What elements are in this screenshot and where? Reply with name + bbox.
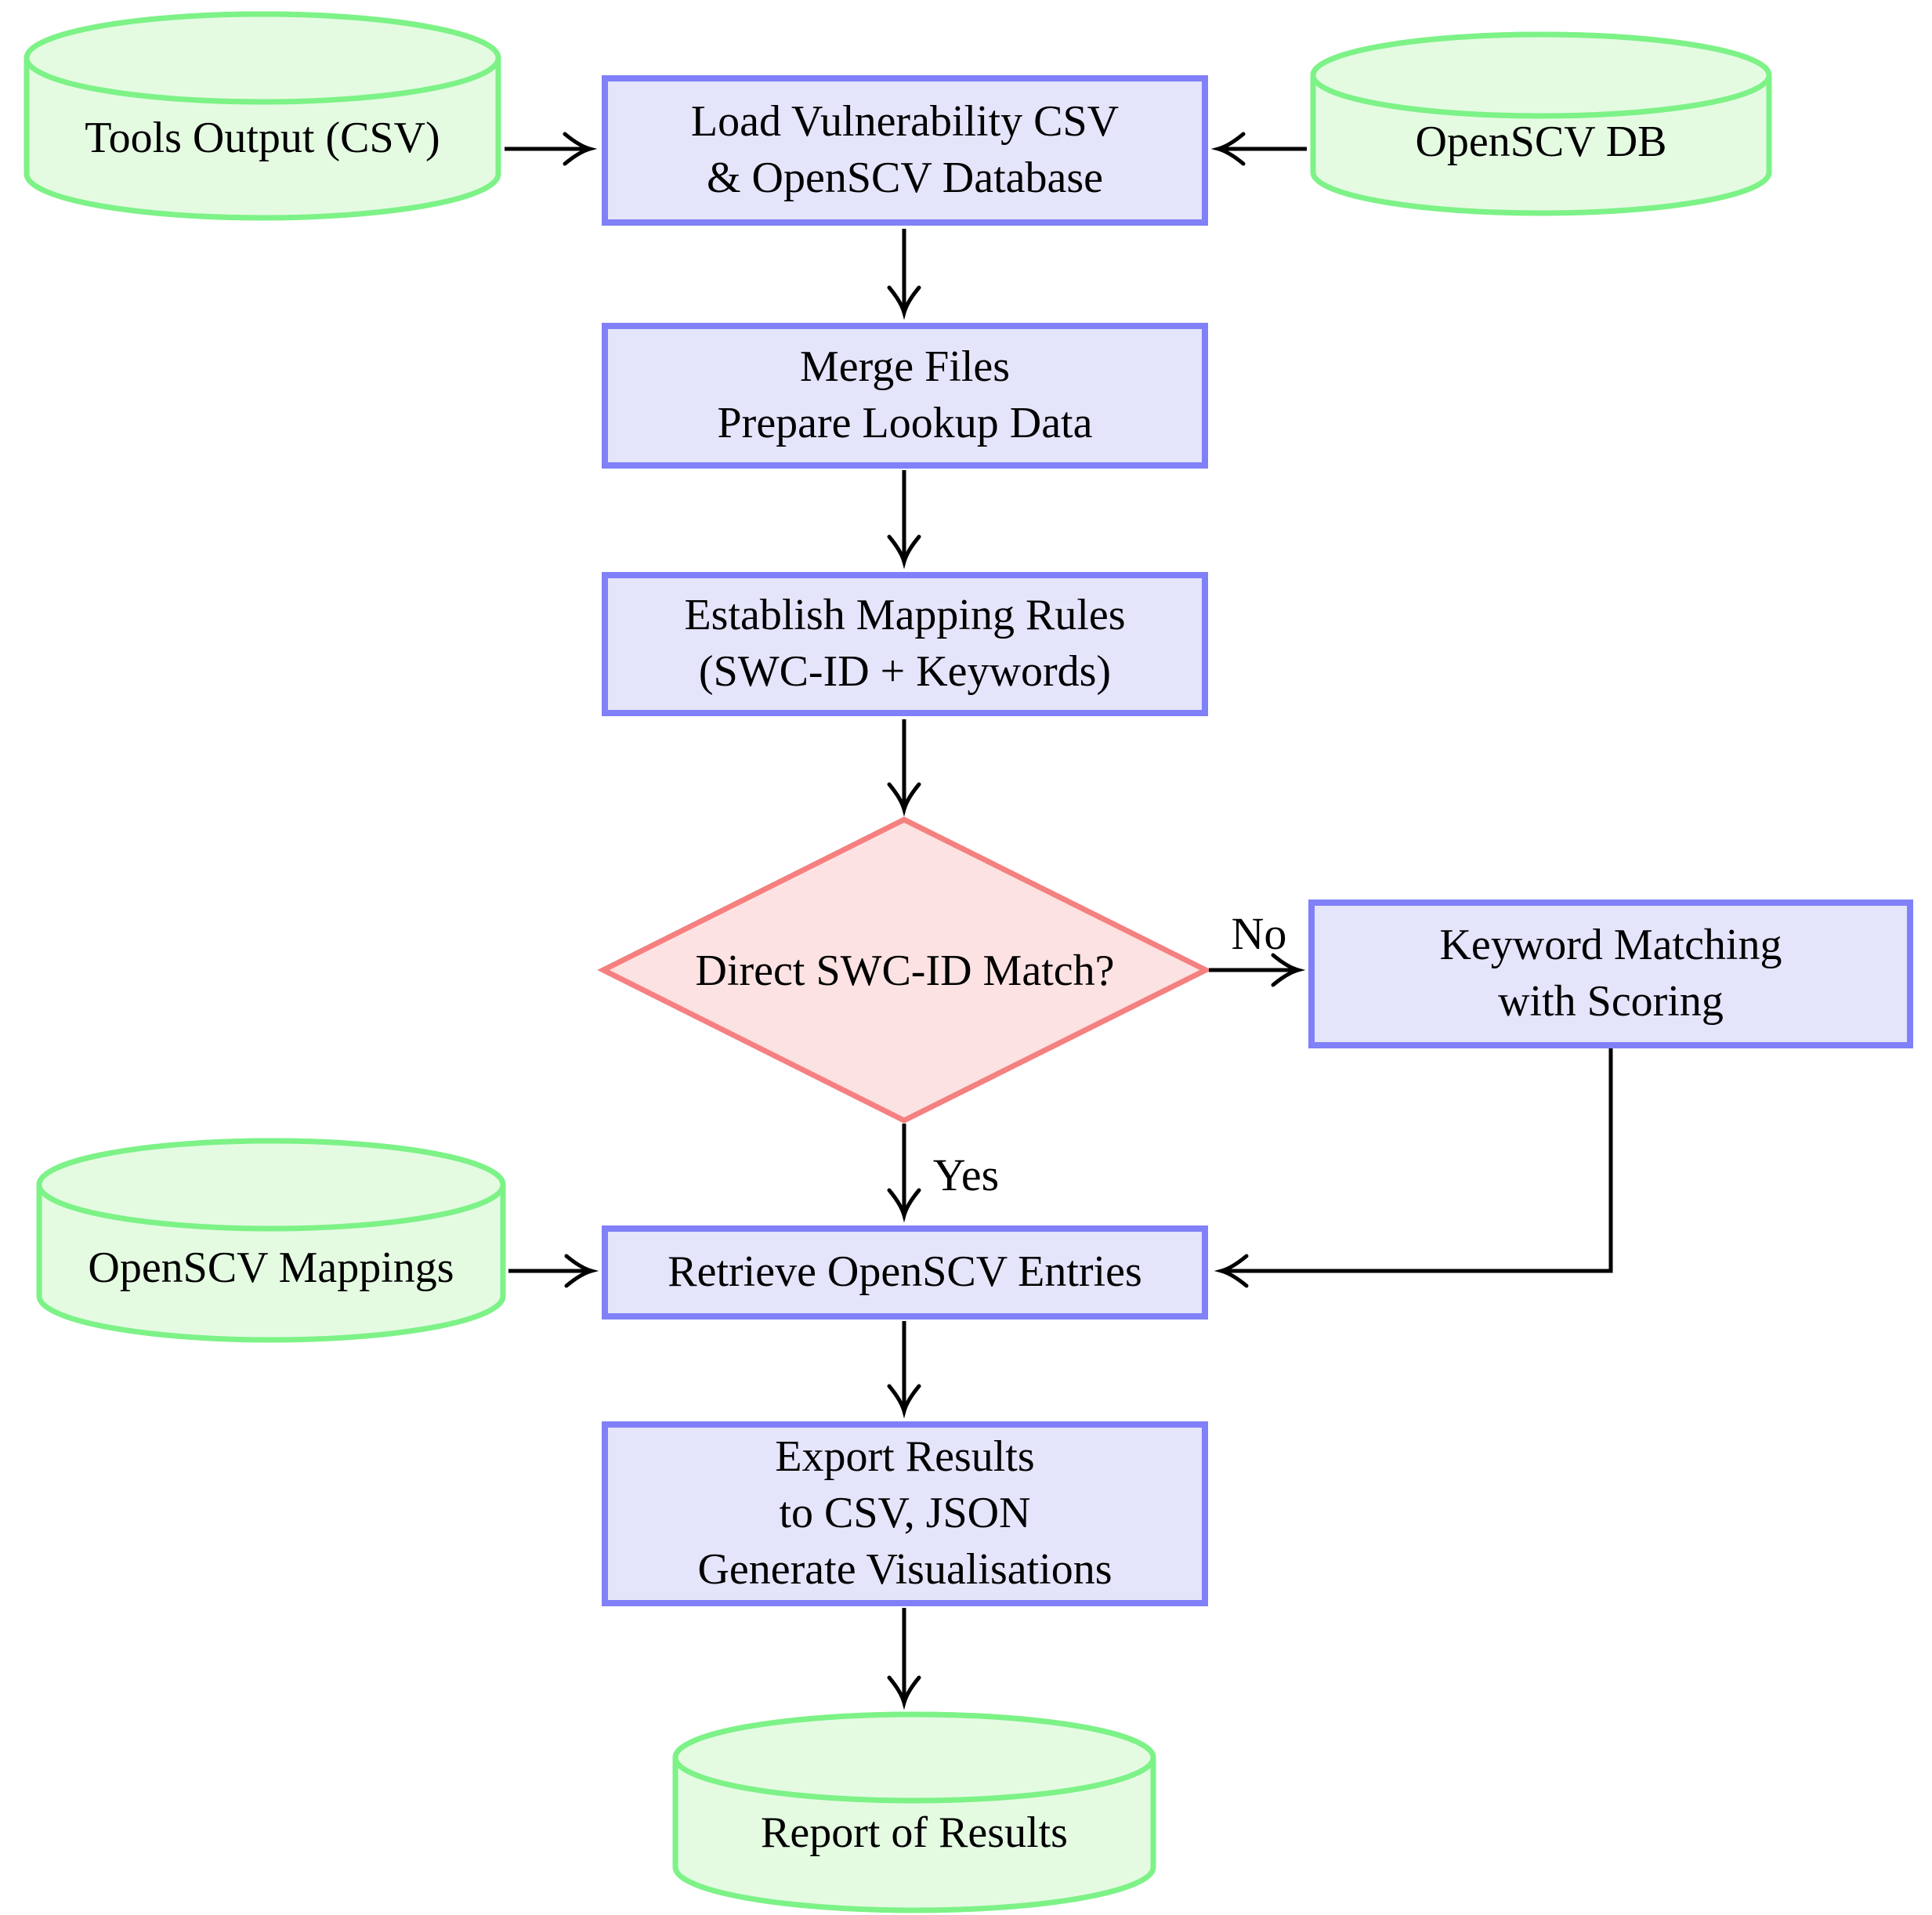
process-label-line: (SWC-ID + Keywords): [698, 647, 1112, 696]
process-label-line: & OpenSCV Database: [707, 154, 1103, 202]
process-label-line: to CSV, JSON: [779, 1489, 1031, 1538]
edge-keyword-to-retrieve: [1214, 1048, 1613, 1288]
process-box-export-results: Export Results to CSV, JSON Generate Vis…: [602, 1421, 1208, 1606]
process-label-line: Generate Visualisations: [697, 1544, 1113, 1594]
process-label-line: Merge Files: [799, 342, 1011, 392]
process-box-retrieve-entries: Retrieve OpenSCV Entries: [602, 1225, 1208, 1320]
process-label-line: Keyword Matching: [1439, 921, 1782, 970]
process-box-mapping-rules: Establish Mapping Rules (SWC-ID + Keywor…: [602, 572, 1208, 716]
edge-label-yes: Yes: [915, 1149, 1017, 1200]
process-box-merge: Merge Files Prepare Lookup Data: [602, 323, 1208, 469]
process-label-line: Load Vulnerability CSV: [690, 97, 1120, 147]
process-label-line: Prepare Lookup Data: [717, 399, 1093, 447]
database-cylinder-report: [672, 1711, 1156, 1913]
edge-label-no: No: [1208, 907, 1310, 959]
process-box-load: Load Vulnerability CSV & OpenSCV Databas…: [602, 75, 1208, 226]
process-label-line: with Scoring: [1498, 977, 1724, 1026]
decision-diamond: [597, 816, 1212, 1124]
database-cylinder-tools-output: [24, 11, 501, 221]
edge-label-text: No: [1231, 907, 1287, 959]
database-cylinder-openscv-mappings: [36, 1138, 506, 1343]
edge-label-text: Yes: [932, 1149, 1000, 1200]
process-label-line: Export Results: [775, 1432, 1035, 1482]
process-box-keyword-matching: Keyword Matching with Scoring: [1308, 900, 1913, 1048]
process-label-line: Retrieve OpenSCV Entries: [668, 1247, 1142, 1297]
database-cylinder-openscv-db: [1310, 31, 1772, 216]
process-label-line: Establish Mapping Rules: [684, 591, 1126, 640]
